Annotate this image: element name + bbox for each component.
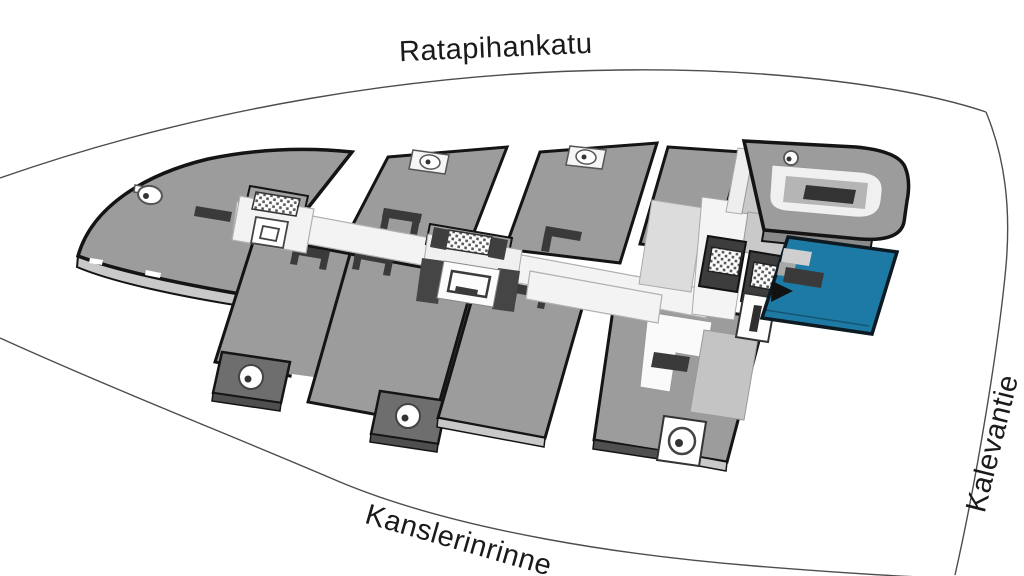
road-top bbox=[0, 69, 987, 179]
fan-edge-notch bbox=[145, 270, 161, 278]
central-dark-block-left bbox=[416, 258, 444, 304]
elevator-icon-slot bbox=[749, 305, 762, 332]
central-dark-block-right bbox=[492, 268, 520, 312]
spiral-staircase-icon bbox=[133, 184, 163, 206]
stairs-hatch-icon bbox=[707, 246, 743, 277]
northeast-courtyard-building bbox=[741, 139, 911, 254]
upper-wing-2 bbox=[502, 141, 660, 265]
east-junction-plate bbox=[638, 199, 705, 293]
direction-arrow-icon bbox=[771, 281, 793, 302]
spine-band-wide bbox=[525, 270, 663, 324]
highlighted-building-seam bbox=[764, 309, 870, 327]
spiral-staircase-icon bbox=[238, 364, 264, 390]
fan-dark-marker bbox=[194, 206, 232, 222]
circular-stair-icon bbox=[419, 154, 441, 170]
circular-stair-icon bbox=[783, 150, 799, 166]
spine-corridor bbox=[231, 184, 711, 324]
southeast-dark-marker bbox=[651, 352, 690, 372]
southeast-courtyard bbox=[639, 311, 713, 393]
central-hatch-flank bbox=[488, 237, 508, 260]
spiral-staircase-icon bbox=[395, 403, 421, 429]
upper-wing-2-marker bbox=[541, 226, 582, 252]
highlighted-building-group bbox=[759, 235, 900, 336]
road-outlines bbox=[0, 69, 1009, 576]
fan-edge-notch bbox=[89, 258, 103, 265]
highlighted-step bbox=[781, 248, 812, 266]
road-right bbox=[954, 111, 1009, 576]
upper-wing-1-marker bbox=[380, 208, 422, 235]
central-lobby-outline bbox=[446, 269, 492, 299]
stairs-hatch-icon bbox=[251, 191, 301, 217]
lower-wing-1-side-face bbox=[211, 392, 282, 412]
circular-stair-icon bbox=[575, 149, 597, 165]
fan-wing bbox=[75, 147, 356, 308]
northeast-dark-marker bbox=[803, 185, 856, 204]
central-hatch-flank bbox=[430, 227, 450, 250]
elevator-icon bbox=[249, 215, 290, 250]
elevator-icon-inner bbox=[258, 224, 281, 243]
road-bottom bbox=[0, 337, 915, 576]
spiral-staircase-icon bbox=[667, 420, 697, 456]
lower-wing-2-side-face bbox=[369, 433, 439, 453]
southeast-wing-complex bbox=[592, 294, 767, 472]
highlighted-dark-bar bbox=[783, 267, 824, 288]
lower-wing-3-side-face bbox=[436, 417, 546, 448]
central-lobby-bar bbox=[455, 286, 478, 295]
